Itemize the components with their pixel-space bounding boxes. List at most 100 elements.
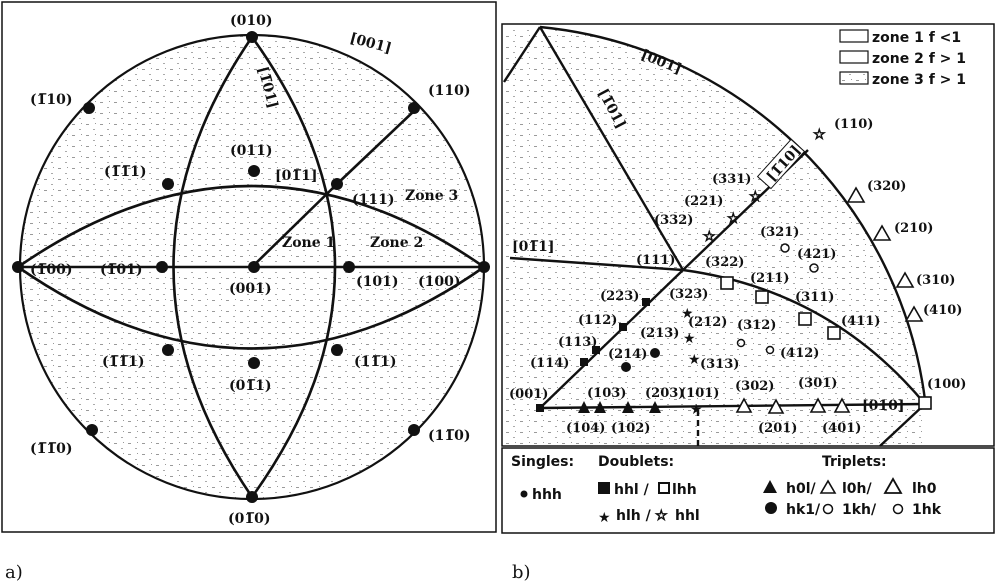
pole-m1m1-1-dot bbox=[162, 344, 174, 356]
key-triplets-1b: l0h/ bbox=[842, 481, 873, 497]
pole-1m11-dot bbox=[331, 344, 343, 356]
label-b-223: (223) bbox=[600, 289, 639, 304]
label-b-111: (111) bbox=[636, 253, 675, 268]
key-hollow-triangle-large-icon bbox=[883, 477, 903, 494]
arc-lower-horizontal bbox=[17, 265, 485, 350]
marker-323-star: ★ bbox=[681, 306, 694, 322]
pole-0m10-dot bbox=[246, 491, 258, 503]
key-triplets-2a: hk1/ bbox=[786, 502, 821, 518]
line-111-110 bbox=[336, 110, 415, 185]
key-triplets-1a: h0l/ bbox=[786, 481, 817, 497]
key-dot-icon bbox=[520, 490, 528, 498]
markers-b: ★ ★ ★ ★ ☆ ☆ ☆ ☆ bbox=[536, 127, 932, 418]
label-b-104: (104) bbox=[566, 421, 605, 436]
label-b-331: (331) bbox=[712, 172, 751, 187]
marker-421 bbox=[809, 263, 819, 273]
pole-dots bbox=[12, 31, 490, 503]
label-b-332: (332) bbox=[654, 213, 693, 228]
marker-104 bbox=[578, 401, 590, 413]
marker-210 bbox=[872, 224, 892, 241]
label-100: (100) bbox=[418, 274, 460, 290]
label-b-323: (323) bbox=[669, 287, 708, 302]
marker-103 bbox=[594, 401, 606, 413]
line-001-111 bbox=[539, 269, 684, 409]
line-m101-zone bbox=[538, 26, 685, 271]
key-triplets-2c: 1hk bbox=[912, 502, 942, 518]
pole-110-dot bbox=[408, 102, 420, 114]
key-doublets-2b: hhl bbox=[675, 508, 700, 524]
arc-right-vertical bbox=[250, 36, 337, 498]
legend-swatch-zone1 bbox=[839, 29, 869, 43]
label-m101: (1̅01) bbox=[100, 262, 142, 278]
key-ring-icon bbox=[892, 503, 904, 515]
marker-312 bbox=[736, 338, 746, 348]
label-b-113: (113) bbox=[558, 335, 597, 350]
marker-310 bbox=[895, 271, 915, 288]
line-100-low bbox=[879, 403, 926, 447]
label-zone2: Zone 2 bbox=[370, 235, 423, 251]
pole-1m10-dot bbox=[408, 424, 420, 436]
label-dir-001: [001] bbox=[348, 30, 393, 56]
label-010: (010) bbox=[230, 13, 272, 29]
marker-322 bbox=[720, 276, 734, 290]
label-b-114: (114) bbox=[530, 356, 569, 371]
label-b-310: (310) bbox=[916, 273, 955, 288]
legend-swatch-zone2 bbox=[839, 50, 869, 64]
marker-113 bbox=[592, 346, 600, 354]
marker-100 bbox=[918, 396, 932, 410]
caption-a: a) bbox=[5, 562, 23, 583]
pole-0m11-dot bbox=[248, 357, 260, 369]
label-1m11: (11̅1) bbox=[354, 354, 396, 370]
marker-112 bbox=[619, 323, 627, 331]
marker-212-star: ★ bbox=[683, 331, 696, 347]
label-001: (001) bbox=[229, 281, 271, 297]
label-b-001: (001) bbox=[509, 387, 548, 402]
label-b-311: (311) bbox=[795, 290, 834, 305]
marker-101-star: ★ bbox=[690, 402, 703, 418]
pole-101-dot bbox=[343, 261, 355, 273]
panel-a-frame bbox=[1, 1, 497, 533]
marker-320 bbox=[846, 186, 866, 203]
symbol-key: Singles: hhh Doublets: hhl / lhh ★ hlh /… bbox=[511, 454, 942, 526]
label-b-211: (211) bbox=[750, 271, 789, 286]
label-110: (110) bbox=[428, 83, 470, 99]
pole-m1m11-dot bbox=[162, 178, 174, 190]
label-b-103: (103) bbox=[587, 386, 626, 401]
line-010-base bbox=[539, 402, 926, 410]
label-b-110: (110) bbox=[834, 117, 873, 132]
pole-010-dot bbox=[246, 31, 258, 43]
marker-203 bbox=[649, 401, 661, 413]
line-001-111 bbox=[251, 183, 338, 268]
zone-legend: zone 1 f <1 zone 2 f > 1 zone 3 f > 1 bbox=[839, 29, 966, 88]
label-b-313: (313) bbox=[700, 357, 739, 372]
marker-313-star: ★ bbox=[688, 352, 701, 368]
marker-410 bbox=[904, 305, 924, 322]
key-small-ring-icon bbox=[822, 503, 834, 515]
panel-a: (010) (110) (1̅10) (1̅1̅1) (011) [01̅1] … bbox=[1, 1, 497, 583]
label-0m11-dir: [01̅1] bbox=[275, 168, 317, 184]
label-b-320: (320) bbox=[867, 179, 906, 194]
label-b-421: (421) bbox=[797, 247, 836, 262]
label-b-302: (302) bbox=[735, 379, 774, 394]
pole-m1m10-dot bbox=[86, 424, 98, 436]
label-b-dir-010: [010] bbox=[862, 398, 904, 414]
marker-001 bbox=[536, 404, 544, 412]
marker-321 bbox=[780, 243, 790, 253]
marker-301 bbox=[809, 397, 827, 413]
legend-swatch-zone3 bbox=[839, 71, 869, 85]
marker-401 bbox=[833, 397, 851, 413]
arc-left-vertical bbox=[172, 36, 254, 498]
caption-b: b) bbox=[512, 562, 531, 583]
key-hollow-triangle-icon bbox=[819, 479, 837, 494]
label-m110: (1̅10) bbox=[30, 92, 72, 108]
pole-011-dot bbox=[248, 165, 260, 177]
key-filled-star-icon: ★ bbox=[598, 510, 611, 526]
pole-m110-dot bbox=[83, 102, 95, 114]
label-b-410: (410) bbox=[923, 303, 962, 318]
label-b-312: (312) bbox=[737, 318, 776, 333]
label-b-321: (321) bbox=[760, 225, 799, 240]
marker-331-star: ☆ bbox=[749, 189, 762, 205]
marker-102 bbox=[622, 401, 634, 413]
pole-111-dot bbox=[331, 178, 343, 190]
